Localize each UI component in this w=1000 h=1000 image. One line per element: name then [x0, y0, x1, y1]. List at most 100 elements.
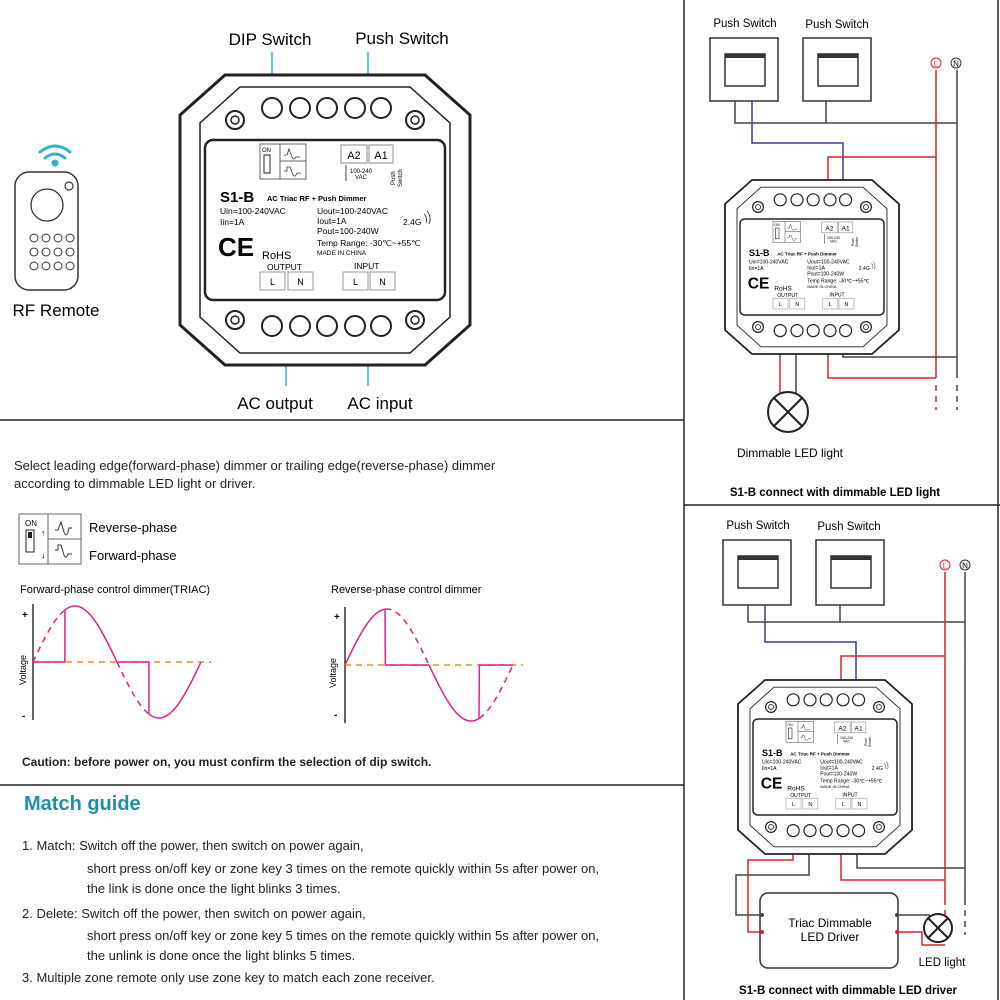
push-switch-icon [802, 37, 872, 102]
wifi-icon [38, 144, 72, 167]
push-switch-label: Push Switch [817, 521, 880, 533]
ce-mark: CE [748, 276, 770, 293]
live-terminal-icon [939, 559, 951, 571]
remote-key [53, 261, 63, 271]
spec-text: Iout=1A [820, 765, 838, 771]
terminal-icon [773, 193, 787, 207]
match-guide-line: 1. Match: Switch off the power, then swi… [22, 838, 364, 853]
terminal-icon [823, 193, 837, 207]
terminal-label: N [795, 302, 799, 308]
ce-mark: CE [218, 232, 254, 262]
live-label: L [943, 562, 948, 571]
rohs-mark: RoHS [262, 250, 291, 262]
spec-text: Pout=100-240W [820, 771, 857, 777]
wiring-caption: S1-B connect with dimmable LED driver [739, 985, 957, 997]
solid-wave [344, 608, 429, 666]
terminal-icon [790, 324, 804, 338]
switch-label: Switch [398, 169, 404, 187]
terminal-icon [344, 315, 366, 337]
terminal-icon [370, 315, 392, 337]
rf-label: 2.4G [403, 217, 421, 227]
switch-label: Switch [868, 737, 872, 748]
terminal-box [342, 271, 369, 291]
device-label-plate [739, 218, 885, 316]
match-guide-line: 3. Multiple zone remote only use zone ke… [22, 970, 435, 985]
dip-switch-legend: ON ↑ ↓ [18, 513, 82, 565]
solid-wave [117, 661, 202, 719]
reverse-chart-title: Reverse-phase control dimmer [331, 584, 482, 596]
dip-intro-line: according to dimmable LED light or drive… [14, 476, 256, 491]
terminal-label: N [845, 302, 849, 308]
terminal-icon [786, 824, 800, 838]
on-label: ON [787, 723, 793, 727]
a1-label: A1 [855, 725, 863, 732]
remote-key [41, 261, 51, 271]
subtitle-label: AC Triac RF + Push Dimmer [267, 194, 366, 203]
made-in-label: MADE IN CHINA [807, 284, 837, 289]
terminal-icon [316, 315, 338, 337]
terminal-box [822, 297, 839, 310]
reverse-phase-label: Reverse-phase [89, 520, 177, 535]
model-label: S1-B [220, 189, 254, 206]
on-label: ON [774, 223, 780, 227]
spec-text: Iout=1A [807, 265, 825, 271]
reverse-phase-waveform [344, 607, 523, 723]
push-switch-label: Push Switch [805, 19, 868, 31]
terminal-icon [839, 193, 853, 207]
remote-key [29, 261, 39, 271]
terminal-box [259, 271, 286, 291]
dashed-sine [478, 665, 514, 719]
rf-remote [14, 144, 79, 291]
y-axis-label: Voltage [328, 658, 338, 688]
terminal-icon [819, 824, 833, 838]
neutral-terminal-icon [950, 57, 962, 69]
terminal-box [369, 271, 396, 291]
push-switch-label: Push Switch [726, 520, 789, 532]
input-label: INPUT [842, 792, 857, 798]
terminal-label: N [297, 277, 304, 287]
rf-label: 2.4G [872, 766, 883, 772]
terminal-icon [261, 315, 283, 337]
remote-key [29, 247, 39, 257]
model-label: S1-B [762, 748, 783, 758]
terminal-label: L [779, 302, 782, 308]
voltage-label: 100-240 [827, 236, 840, 240]
wiring-caption: S1-B connect with dimmable LED light [730, 487, 940, 499]
spec-text: Temp Range: -30℃~+55℃ [807, 279, 869, 285]
voltage-label: 100-240 [840, 736, 853, 740]
device-label-plate [203, 138, 447, 302]
forward-phase-waveform [32, 604, 211, 720]
spec-text: Uout=100-240VAC [820, 759, 863, 765]
forward-phase-icon [55, 544, 72, 558]
terminal-box [287, 271, 314, 291]
terminal-icon [836, 824, 850, 838]
voltage-label: VAC [355, 175, 368, 181]
push-switch-label: Push Switch [713, 18, 776, 30]
made-in-label: MADE IN CHINA [820, 784, 850, 789]
match-guide-line: the link is done once the light blinks 3… [87, 881, 341, 896]
a1-label: A1 [374, 150, 387, 162]
voltage-label: 100-240 [350, 169, 373, 175]
voltage-label: VAC [830, 239, 838, 243]
match-guide-line: short press on/off key or zone key 3 tim… [87, 861, 600, 876]
push-label: Push [851, 238, 855, 246]
solid-wave [33, 605, 118, 663]
dip-switch-label: DIP Switch [229, 30, 312, 49]
signal-icon [871, 261, 876, 270]
spec-text: Pout=100-240W [807, 271, 844, 277]
spec-text: Iin=1A [220, 217, 245, 227]
terminal-icon [803, 824, 817, 838]
terminal-box [772, 297, 789, 310]
neutral-label: N [962, 562, 968, 571]
signal-icon [884, 761, 889, 770]
made-in-label: MADE IN CHINA [317, 250, 367, 257]
driver-label: Triac Dimmable [788, 916, 872, 930]
terminal-box [851, 797, 868, 810]
minus-label: - [22, 711, 25, 722]
terminal-icon [344, 97, 366, 119]
remote-key [29, 233, 39, 243]
